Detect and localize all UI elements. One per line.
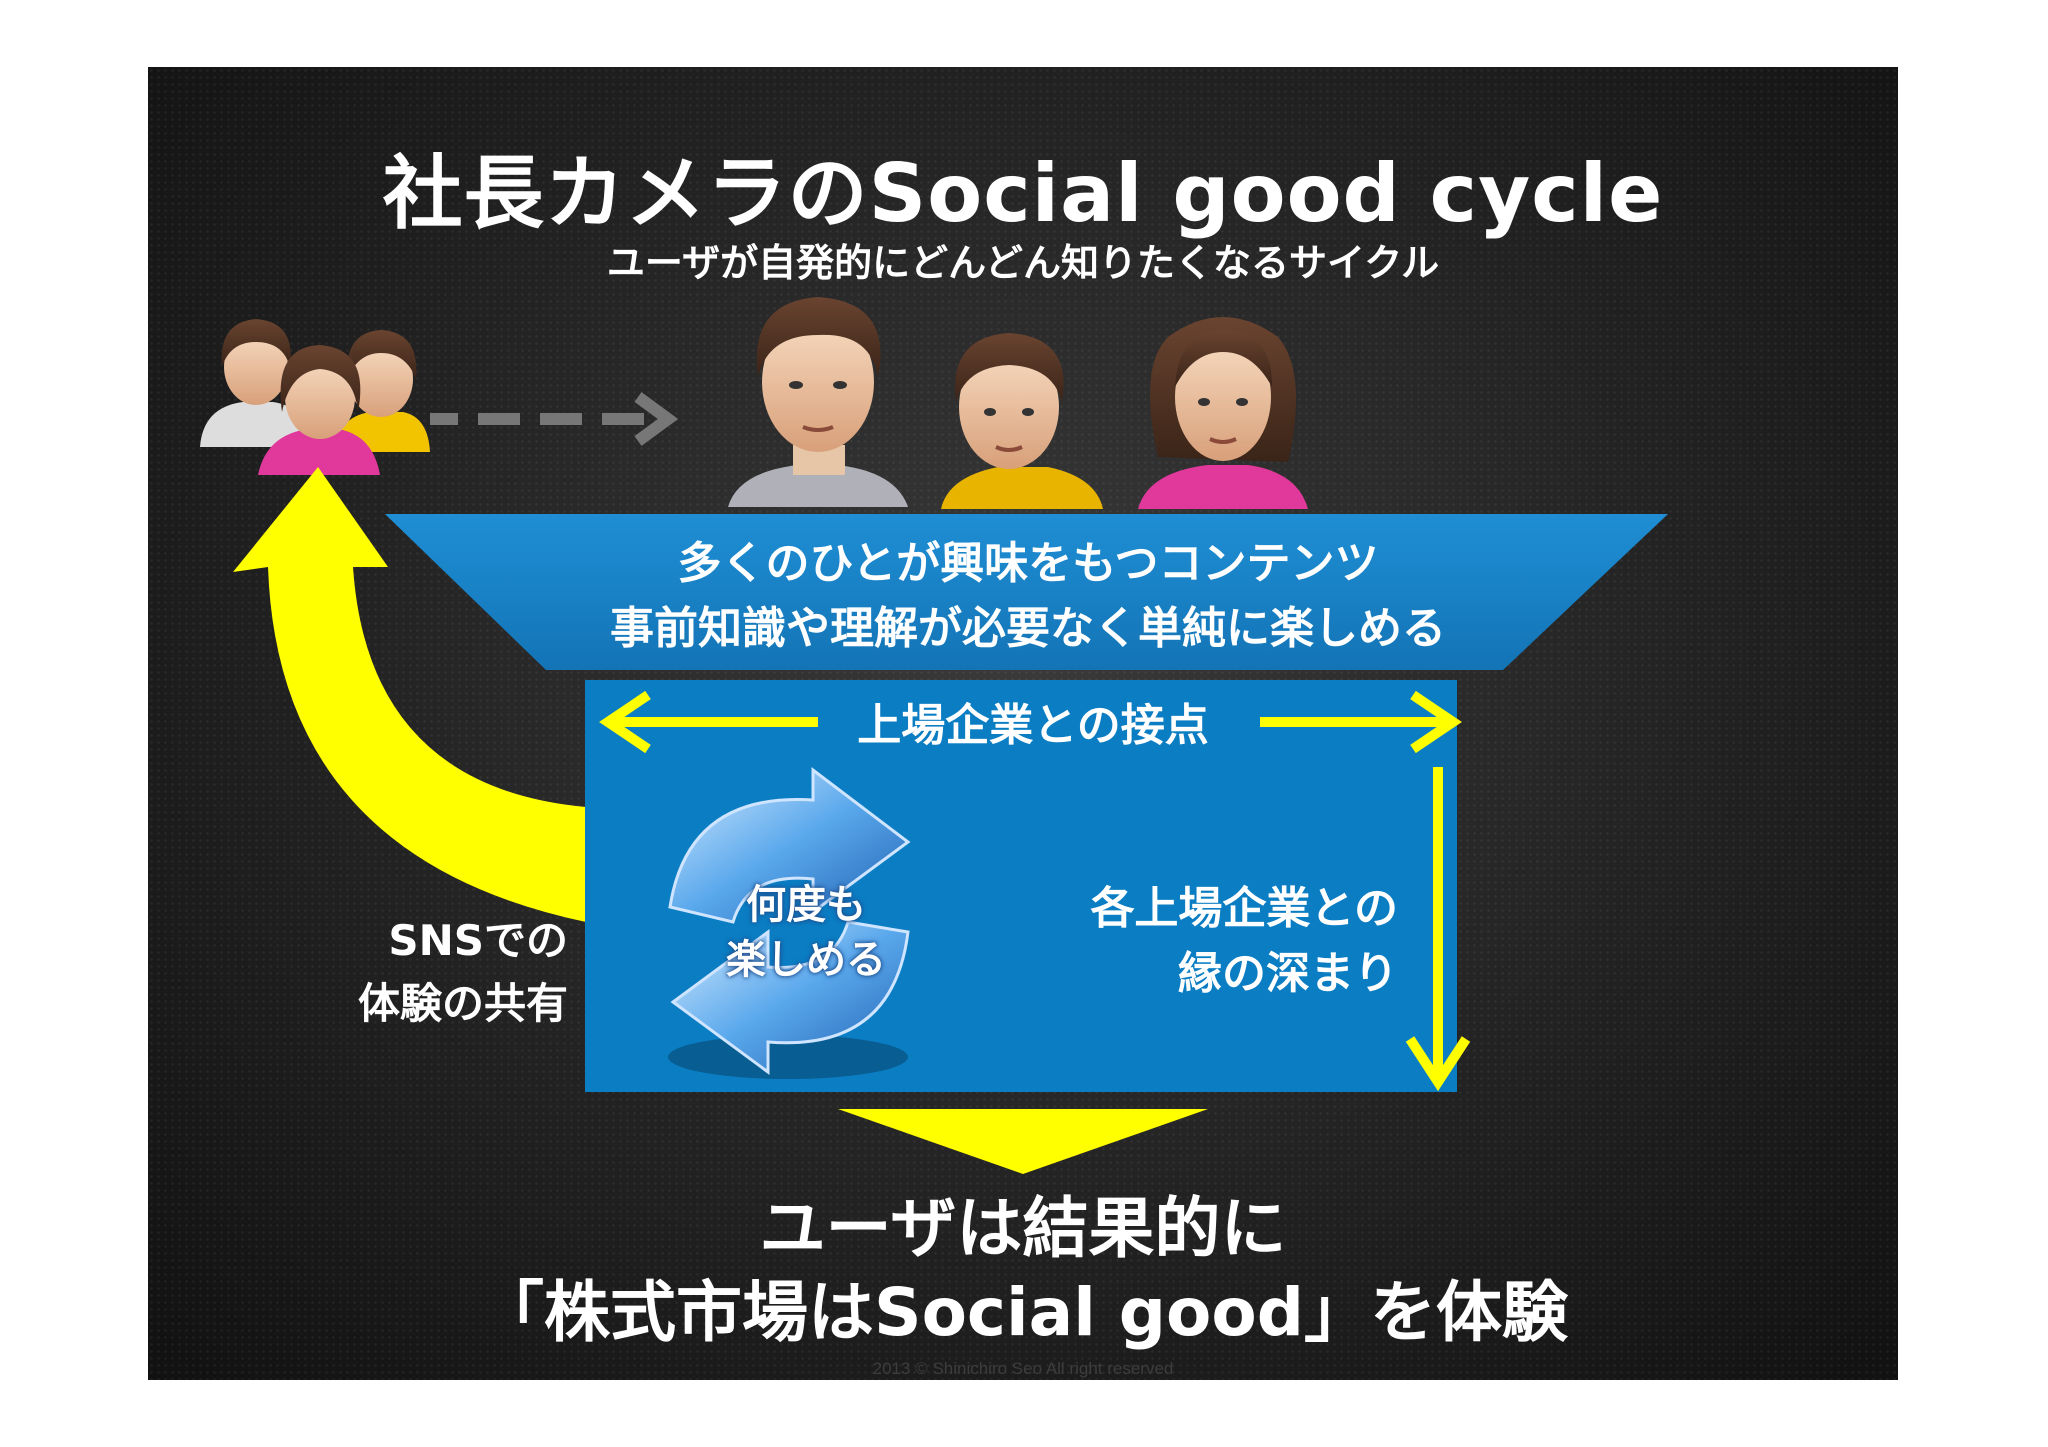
relationship-line-2: 縁の深まり: [1178, 948, 1398, 999]
content-funnel: [385, 514, 1668, 670]
slide-title: 社長カメラのSocial good cycle: [382, 147, 1664, 240]
funnel-line-2: 事前知識や理解が必要なく単純に楽しめる: [610, 603, 1446, 654]
funnel-line-1: 多くのひとが興味をもつコンテンツ: [677, 538, 1379, 589]
ceo-face-icon-man: [728, 297, 908, 507]
slide-subtitle: ユーザが自発的にどんどん知りたくなるサイクル: [606, 241, 1440, 285]
copyright: 2013 © Shinichiro Seo All right reserved: [872, 1359, 1174, 1378]
down-arrow: [1405, 767, 1471, 1092]
result-line-1: ユーザは結果的に: [759, 1190, 1287, 1267]
cycle-label-1: 何度も: [746, 882, 866, 928]
dashed-arrow-icon: [430, 392, 679, 446]
result-pointer: [838, 1109, 1208, 1174]
relationship-line-1: 各上場企業との: [1090, 883, 1398, 934]
sns-line-2: 体験の共有: [357, 979, 568, 1028]
user-group-icon: [200, 319, 430, 475]
double-arrow: [599, 690, 1462, 754]
sns-line-1: SNSでの: [388, 916, 568, 965]
refresh-cycle-icon: [668, 766, 911, 1079]
cycle-label-2: 楽しめる: [726, 937, 886, 983]
sns-share-arrow: [233, 467, 586, 922]
diagram-graphics: [200, 297, 1668, 1174]
box-header: 上場企業との接点: [857, 700, 1209, 751]
slide: 社長カメラのSocial good cycle ユーザが自発的にどんどん知りたく…: [148, 67, 1898, 1380]
ceo-face-icon-woman: [1138, 317, 1308, 509]
ceo-face-icon-boy: [941, 333, 1103, 509]
result-line-2: 「株式市場はSocial good」を体験: [478, 1274, 1568, 1351]
